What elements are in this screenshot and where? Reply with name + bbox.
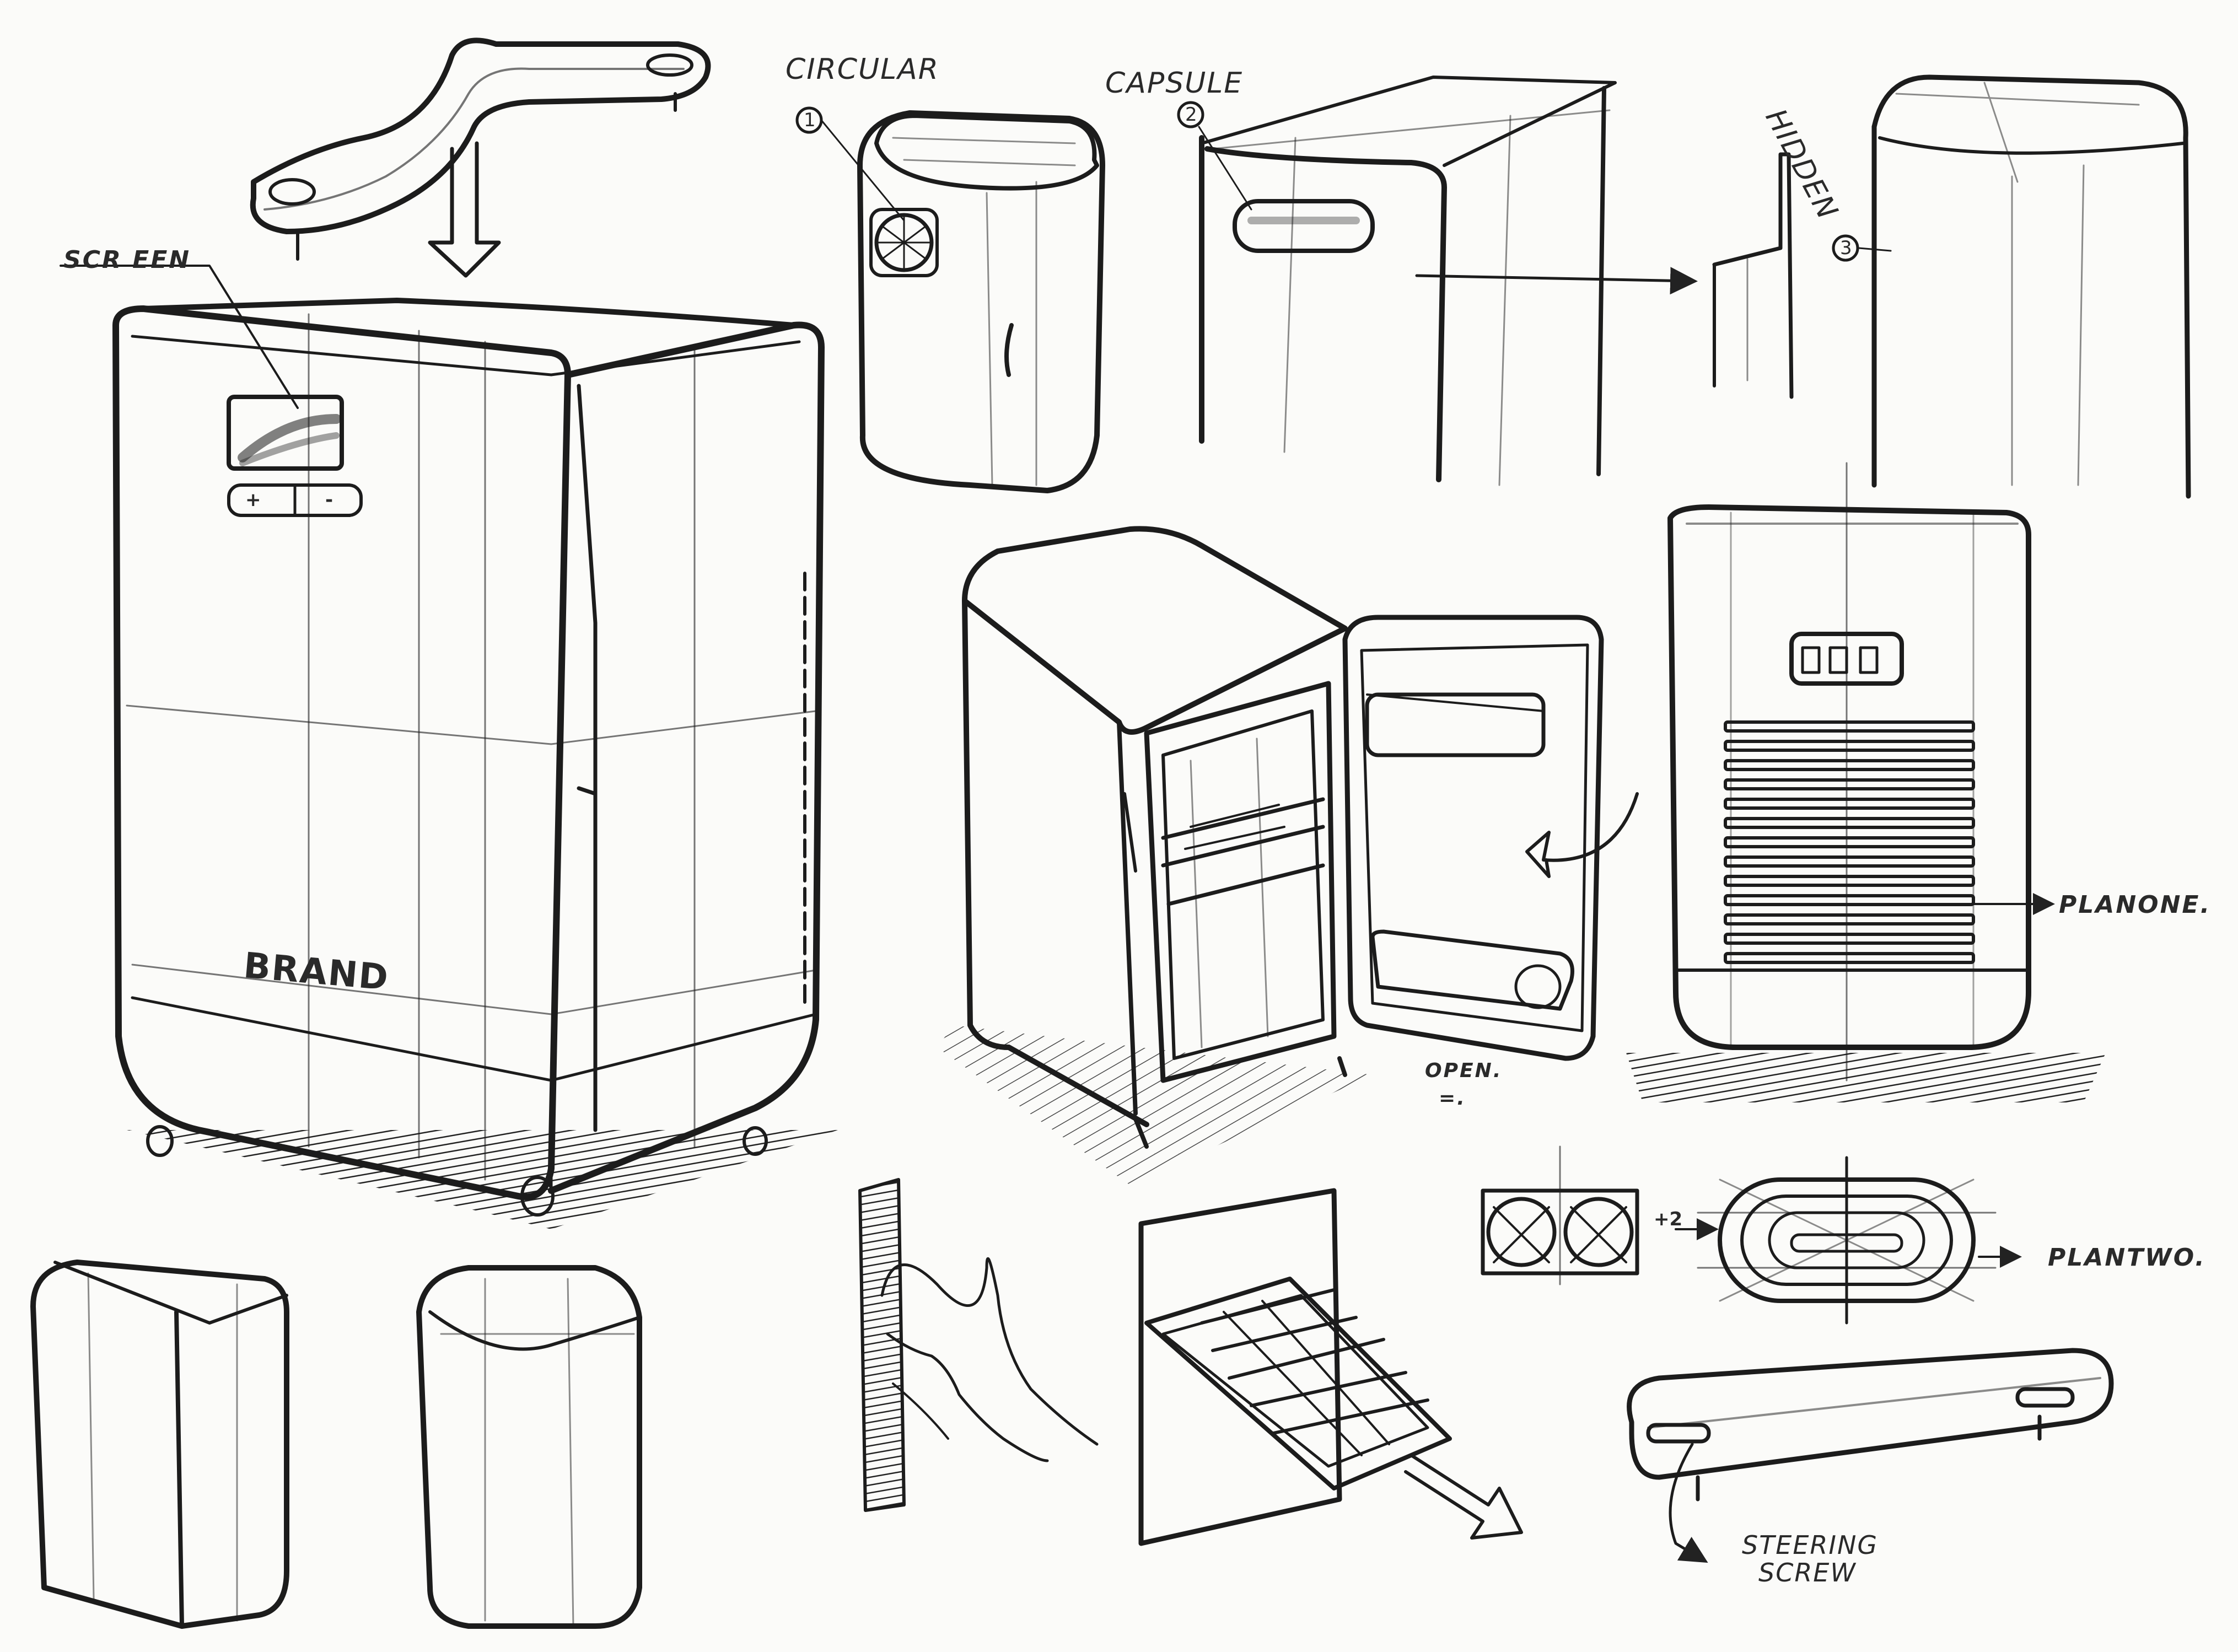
screen-label: SCR EEN [63, 246, 191, 274]
screen-display [227, 395, 344, 471]
option-circular-sketch [795, 106, 1105, 493]
minus-button[interactable]: - [325, 489, 333, 511]
plus-button[interactable]: + [245, 489, 261, 511]
carry-handle-sketch [250, 37, 711, 278]
rear-vent-grille [1724, 720, 1975, 964]
main-fridge-sketch [60, 265, 838, 1229]
circular-label: CIRCULAR [786, 53, 939, 86]
open-note-line1: OPEN. [1425, 1059, 1503, 1082]
vent-arrow-mark: +2 [1654, 1208, 1683, 1230]
steering-screw-label-line2: SCREW [1758, 1558, 1857, 1588]
rear-view-sketch [1626, 462, 2106, 1102]
capsule-label: CAPSULE [1105, 67, 1244, 100]
main-fridge-floor-shadow [127, 1130, 838, 1229]
vent-detail-sketch [1481, 1145, 2022, 1325]
option-capsule-sketch [1177, 76, 1698, 486]
option-3-number: 3 [1840, 237, 1852, 259]
open-fridge-sketch [937, 526, 1639, 1185]
handle-detail-sketch [1627, 1348, 2114, 1563]
rear-switch-panel [1789, 632, 1904, 686]
hand-opening-sketch [858, 1178, 1099, 1512]
option-hidden-sketch [1712, 74, 2191, 499]
option-1-number: 1 [804, 109, 816, 131]
steering-screw-label-line1: STEERING [1742, 1530, 1879, 1560]
concept-box-1 [30, 1260, 289, 1629]
plan-one-label: PLANONE. [2059, 891, 2212, 919]
plan-two-label: PLANTWO. [2048, 1244, 2206, 1272]
rear-view-floor-shadow [1626, 1053, 2106, 1102]
concept-box-2 [416, 1265, 642, 1629]
shelf-pullout-sketch [1138, 1188, 1523, 1546]
option-2-number: 2 [1185, 104, 1197, 126]
open-note-line2: =. [1439, 1087, 1466, 1110]
